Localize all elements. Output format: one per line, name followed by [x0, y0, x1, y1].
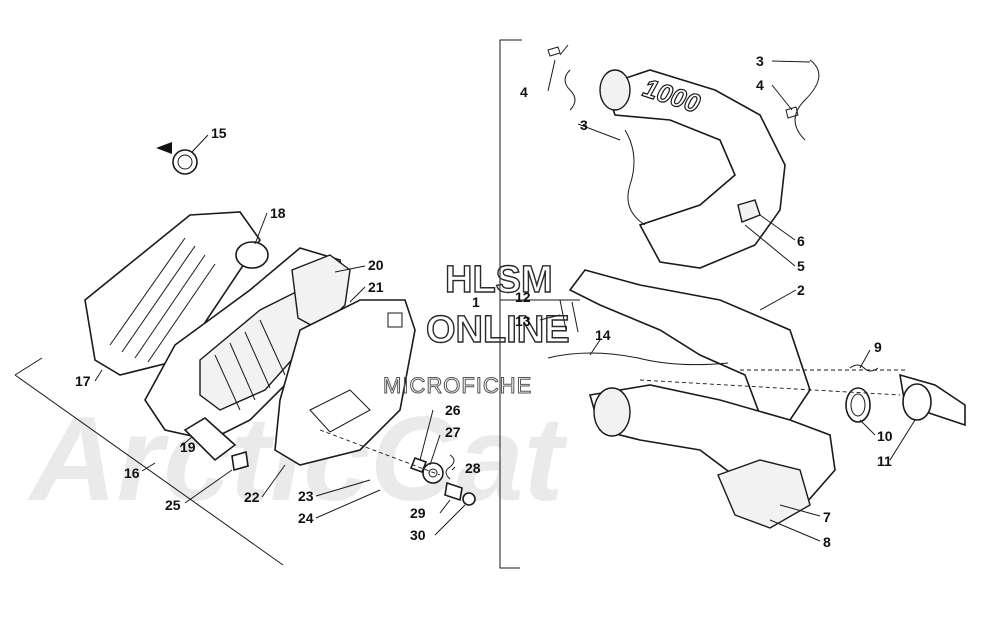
svg-text:ONLINE: ONLINE — [426, 309, 570, 351]
callout-2: 2 — [797, 282, 805, 298]
assembly-brackets — [14, 39, 522, 569]
callout-3-right: 3 — [756, 53, 764, 69]
callout-labels: 15 18 20 21 17 19 16 25 22 23 24 26 27 2… — [75, 53, 893, 550]
callout-4-left: 4 — [520, 84, 528, 100]
hlsm-watermark: HLSM ONLINE MICROFICHE — [383, 258, 571, 398]
callout-30: 30 — [410, 527, 426, 543]
callout-12: 12 — [515, 289, 531, 305]
callout-5: 5 — [797, 258, 805, 274]
callout-4-right: 4 — [756, 77, 764, 93]
callout-16: 16 — [124, 465, 140, 481]
callout-28: 28 — [465, 460, 481, 476]
callout-9: 9 — [874, 339, 882, 355]
callout-6: 6 — [797, 233, 805, 249]
silencer-assembly — [84, 142, 476, 506]
callout-26: 26 — [445, 402, 461, 418]
svg-text:HLSM: HLSM — [445, 259, 553, 301]
callout-1: 1 — [472, 294, 480, 310]
callout-24: 24 — [298, 510, 314, 526]
callout-21: 21 — [368, 279, 384, 295]
callout-25: 25 — [165, 497, 181, 513]
leader-lines — [94, 44, 916, 542]
callout-14: 14 — [595, 327, 611, 343]
callout-27: 27 — [445, 424, 461, 440]
callout-7: 7 — [823, 509, 831, 525]
callout-3-left: 3 — [580, 117, 588, 133]
callout-20: 20 — [368, 257, 384, 273]
callout-8: 8 — [823, 534, 831, 550]
callout-17: 17 — [75, 373, 91, 389]
callout-15: 15 — [211, 125, 227, 141]
callout-29: 29 — [410, 505, 426, 521]
callout-23: 23 — [298, 488, 314, 504]
svg-text:MICROFICHE: MICROFICHE — [383, 373, 532, 398]
callout-10: 10 — [877, 428, 893, 444]
callout-22: 22 — [244, 489, 260, 505]
callout-19: 19 — [180, 439, 196, 455]
callout-11: 11 — [877, 453, 892, 469]
arrow-left-icon — [156, 142, 172, 154]
callout-18: 18 — [270, 205, 286, 221]
pipe-assembly: 1000 — [547, 46, 966, 529]
callout-13: 13 — [515, 313, 531, 329]
